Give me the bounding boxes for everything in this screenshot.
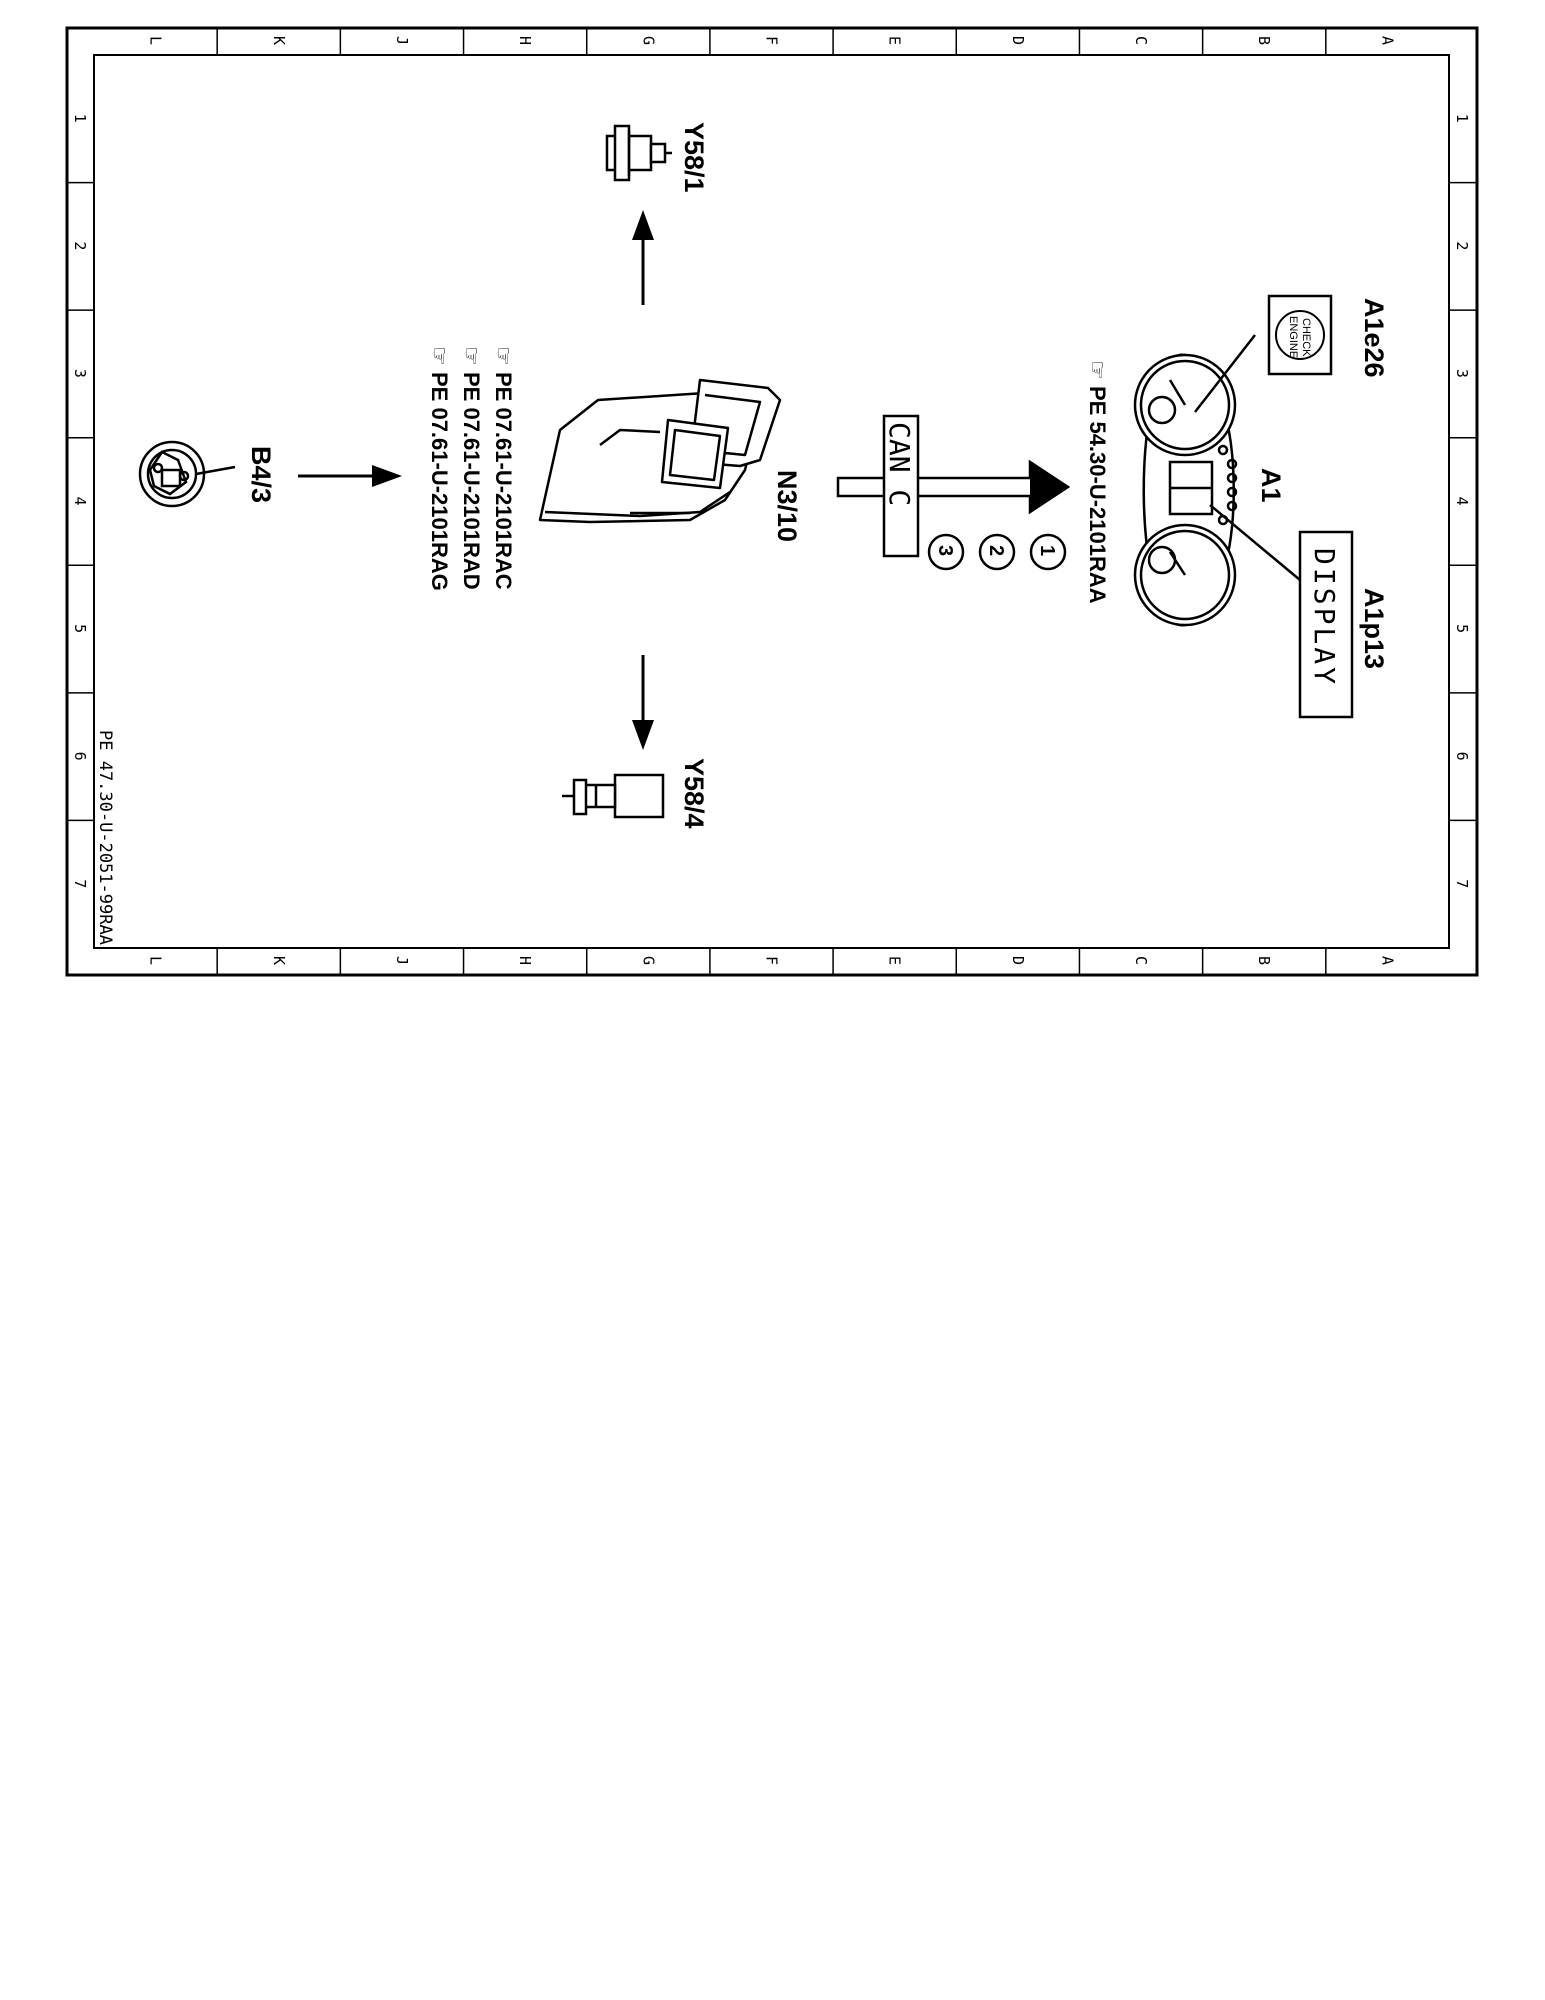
column-label-top: D (1009, 36, 1027, 45)
can-c-label: CAN C (883, 422, 916, 506)
column-label-bottom: B (1255, 956, 1273, 965)
b4-3-label: B4/3 (246, 446, 276, 503)
n3-10-references: ☞ PE 07.61-U-2101RAC ☞ PE 07.61-U-2101RA… (427, 346, 516, 591)
y58-1-label: Y58/1 (679, 122, 709, 193)
column-label-top: G (639, 36, 657, 45)
column-label-bottom: J (393, 956, 411, 965)
y58-4-label: Y58/4 (679, 758, 709, 829)
row-label-left: 2 (71, 241, 89, 250)
signal-3: 3 (927, 533, 965, 571)
row-label-right: 6 (1453, 752, 1471, 761)
display-unit-icon: DISPLAY (1298, 530, 1354, 719)
column-label-top: F (763, 36, 781, 45)
column-label-top: L (147, 36, 165, 45)
lamp-line-2: ENGINE (1287, 316, 1299, 358)
row-label-left: 4 (71, 497, 89, 506)
check-engine-lamp-icon: CHECK ENGINE (1267, 294, 1333, 376)
arrow-to-y58-1 (632, 210, 654, 305)
lamp-line-1: CHECK (1300, 318, 1312, 357)
display-text: DISPLAY (1308, 548, 1341, 687)
reference-text: PE 54.30-U-2101RAA (1085, 386, 1110, 604)
row-label-right: 7 (1453, 879, 1471, 888)
pointing-hand-icon: ☞ (427, 346, 452, 366)
column-label-bottom: A (1378, 956, 1396, 965)
drawing-id: PE 47.30-U-2051-99RAA (95, 730, 115, 945)
column-label-bottom: G (639, 956, 657, 965)
b4-3-sensor-icon (138, 440, 236, 508)
svg-text:2: 2 (985, 545, 1007, 556)
signal-1: 1 (1029, 533, 1067, 571)
row-label-left: 1 (71, 114, 89, 123)
column-label-top: A (1378, 36, 1396, 45)
arrow-to-y58-4 (632, 655, 654, 750)
a1e26-label: A1e26 (1359, 298, 1389, 378)
column-label-top: B (1255, 36, 1273, 45)
inner-frame (93, 54, 1450, 949)
column-label-top: H (516, 36, 534, 45)
row-label-left: 7 (71, 879, 89, 888)
a1-label: A1 (1256, 468, 1286, 503)
column-label-bottom: L (147, 956, 165, 965)
column-label-bottom: H (516, 956, 534, 965)
grid-lines (67, 28, 1477, 975)
row-label-right: 5 (1453, 624, 1471, 633)
column-label-bottom: F (763, 956, 781, 965)
column-label-top: K (270, 36, 288, 45)
column-label-bottom: C (1132, 956, 1150, 965)
a1-instrument-cluster-icon (1133, 334, 1301, 627)
a1-reference: ☞ PE 54.30-U-2101RAA (1085, 360, 1110, 604)
a1p13-label: A1p13 (1359, 588, 1389, 669)
row-label-right: 1 (1453, 114, 1471, 123)
reference-entry: ☞ PE 07.61-U-2101RAD (459, 346, 484, 590)
row-label-left: 6 (71, 752, 89, 761)
row-label-right: 3 (1453, 369, 1471, 378)
pointing-hand-icon: ☞ (459, 346, 484, 366)
reference-entry: ☞ PE 07.61-U-2101RAG (427, 346, 452, 591)
pointing-hand-icon: ☞ (491, 346, 516, 366)
column-label-top: E (886, 36, 904, 45)
arrow-to-n3-10 (298, 465, 402, 487)
can-c-bus-arrow: CAN C (836, 414, 1071, 558)
column-label-top: C (1132, 36, 1150, 45)
y58-1-valve-icon (605, 124, 672, 182)
reference-text: PE 07.61-U-2101RAC (491, 372, 516, 590)
svg-text:3: 3 (934, 545, 956, 556)
n3-10-label: N3/10 (772, 470, 802, 542)
column-label-bottom: E (886, 956, 904, 965)
row-label-left: 3 (71, 369, 89, 378)
row-label-right: 2 (1453, 241, 1471, 250)
pointing-hand-icon: ☞ (1085, 360, 1110, 380)
y58-4-valve-icon (562, 773, 665, 819)
reference-entry: ☞ PE 07.61-U-2101RAC (491, 346, 516, 590)
column-label-bottom: K (270, 956, 288, 965)
reference-text: PE 07.61-U-2101RAG (427, 372, 452, 591)
svg-text:1: 1 (1036, 545, 1058, 556)
can-c-box (882, 414, 920, 558)
outer-frame (65, 26, 1479, 977)
column-label-bottom: D (1009, 956, 1027, 965)
row-label-left: 5 (71, 624, 89, 633)
signal-2: 2 (978, 533, 1016, 571)
reference-text: PE 07.61-U-2101RAD (459, 372, 484, 590)
column-label-top: J (393, 36, 411, 45)
row-label-right: 4 (1453, 497, 1471, 506)
n3-10-control-unit-icon (538, 378, 782, 524)
